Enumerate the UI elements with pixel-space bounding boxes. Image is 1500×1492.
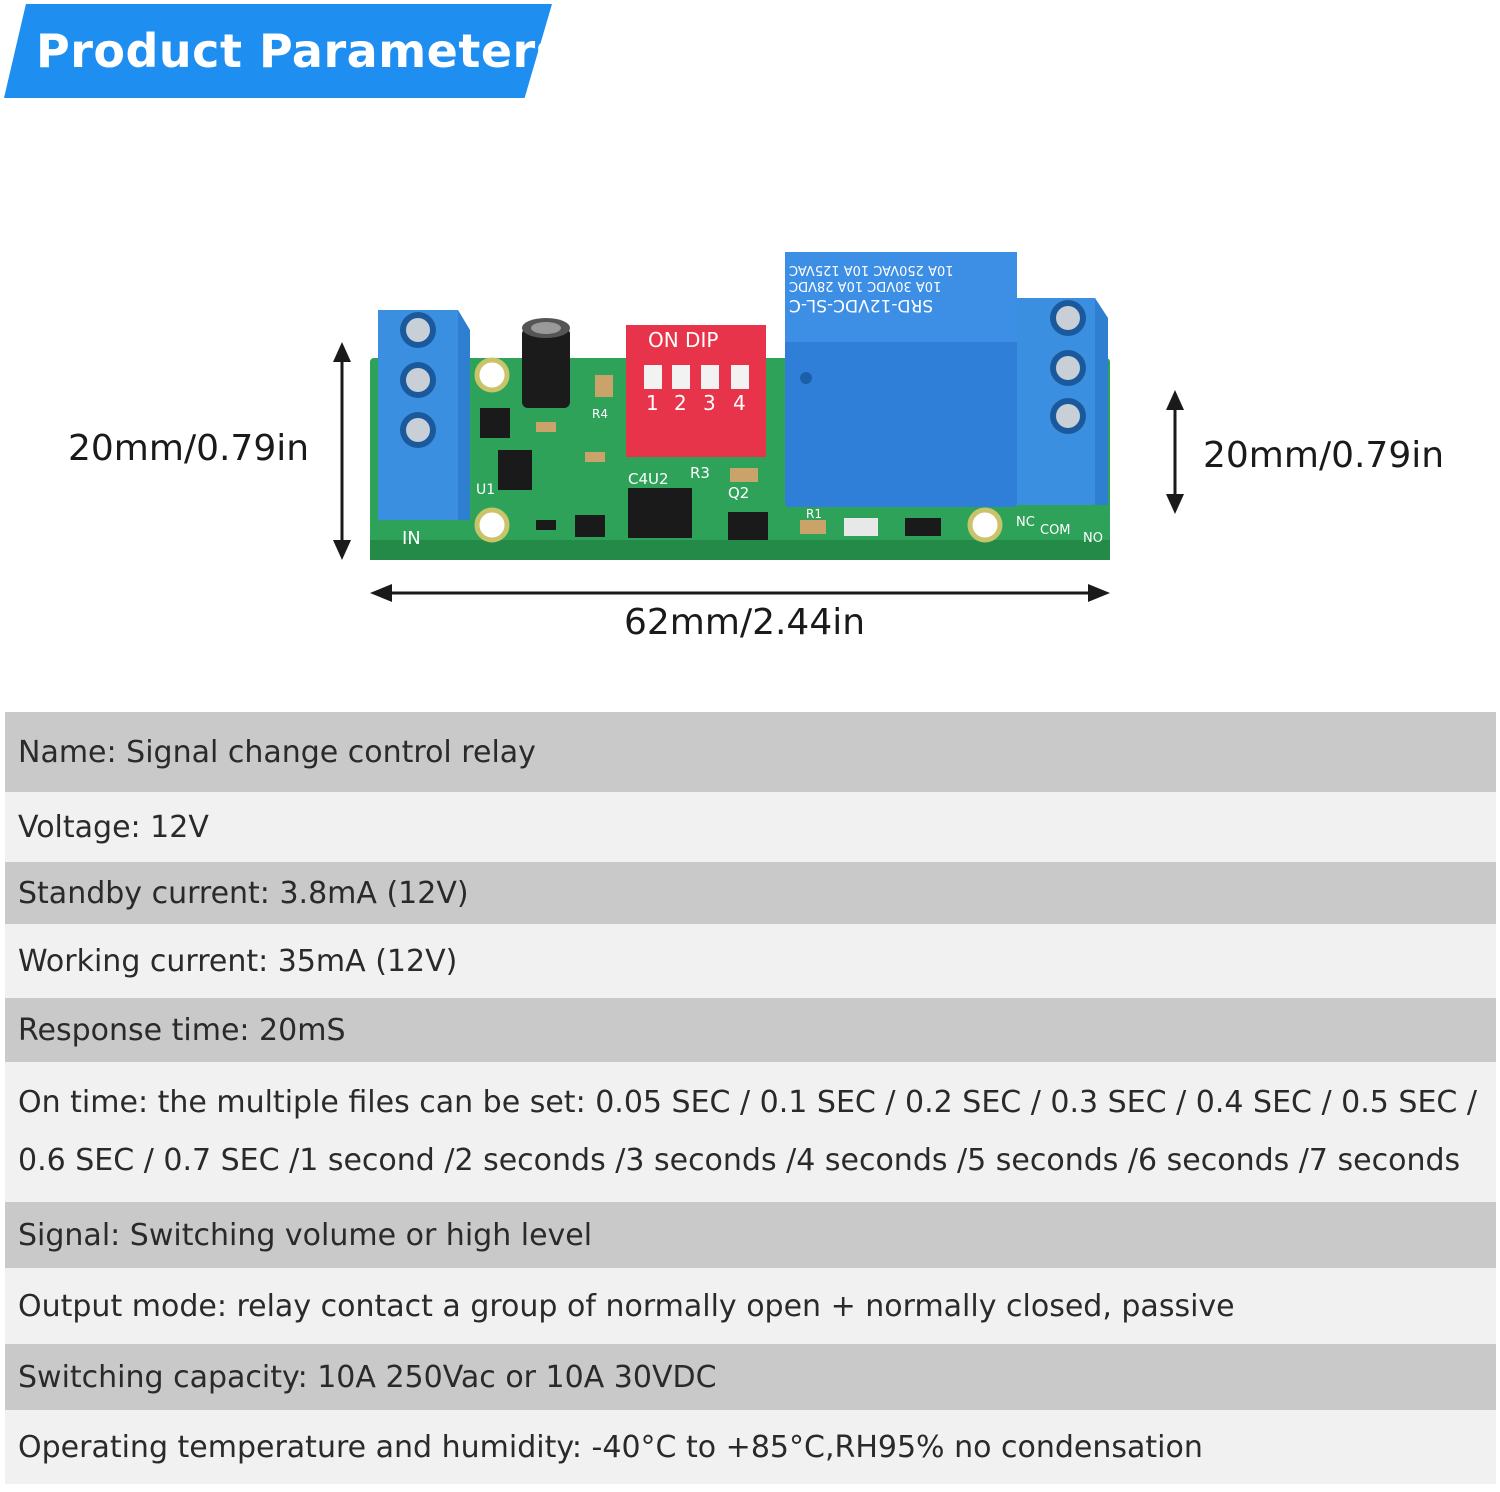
spec-text: Response time: 20mS [18,1012,346,1048]
spec-text: Operating temperature and humidity: -40°… [18,1429,1203,1465]
product-diagram: SRD-12VDC-SL-C 10A 30VDC 10A 28VDC 10A 2… [0,230,1500,670]
dip-switch: ON DIP 1 2 3 4 [626,325,766,457]
mounting-hole [474,507,510,543]
mounting-hole [474,357,510,393]
com-label: COM [1040,523,1071,538]
u1-label: U1 [476,482,495,498]
no-label: NO [1083,531,1103,546]
spec-text: Signal: Switching volume or high level [18,1217,593,1253]
r1-label: R1 [806,507,822,521]
relay-component: SRD-12VDC-SL-C 10A 30VDC 10A 28VDC 10A 2… [785,252,1017,507]
right-height-arrow [1166,390,1184,514]
spec-row: Name: Signal change control relay [5,712,1496,792]
u2-label: C4U2 [628,470,669,488]
q2-label: Q2 [728,484,749,502]
relay-rating-text: 10A 250VAC 10A 125VAC [789,262,954,277]
relay-rating-text: 10A 30VDC 10A 28VDC [789,278,941,293]
dip-number: 3 [703,391,716,415]
page-title: Product Parameters [36,24,564,78]
relay-board-illustration: SRD-12VDC-SL-C 10A 30VDC 10A 28VDC 10A 2… [333,252,1184,602]
spec-text: Output mode: relay contact a group of no… [18,1288,1235,1324]
left-height-label: 20mm/0.79in [68,428,310,469]
right-height-label: 20mm/0.79in [1203,435,1445,476]
dip-number: 2 [674,391,687,415]
spec-text: Voltage: 12V [18,809,209,845]
spec-row: Signal: Switching volume or high level [5,1202,1496,1268]
spec-table: Name: Signal change control relay Voltag… [5,712,1496,1484]
left-height-arrow [333,342,351,560]
dip-label: ON DIP [648,328,718,352]
nc-label: NC [1016,515,1035,530]
width-label: 62mm/2.44in [624,602,866,643]
r3-label: R3 [690,464,710,482]
spec-row: Output mode: relay contact a group of no… [5,1268,1496,1344]
relay-model-text: SRD-12VDC-SL-C [789,295,933,315]
spec-row: Response time: 20mS [5,998,1496,1062]
spec-text: Working current: 35mA (12V) [18,943,458,979]
spec-row: Operating temperature and humidity: -40°… [5,1410,1496,1484]
capacitor [522,318,570,408]
spec-text: Switching capacity: 10A 250Vac or 10A 30… [18,1359,717,1395]
spec-text: Name: Signal change control relay [18,734,536,770]
spec-row: On time: the multiple files can be set: … [5,1062,1496,1202]
spec-row: Voltage: 12V [5,792,1496,862]
spec-text: On time: the multiple files can be set: … [18,1085,1477,1178]
header-banner [4,4,552,98]
dip-number: 4 [733,391,746,415]
r4-label: R4 [592,407,608,421]
spec-row: Standby current: 3.8mA (12V) [5,862,1496,924]
ic-u1 [498,450,532,490]
input-terminal-block [378,310,470,520]
in-label: IN [402,528,421,549]
spec-text: Standby current: 3.8mA (12V) [18,875,469,911]
mounting-hole [967,507,1003,543]
output-terminal-block [1015,298,1108,505]
spec-row: Working current: 35mA (12V) [5,924,1496,998]
width-arrow [370,584,1110,602]
spec-row: Switching capacity: 10A 250Vac or 10A 30… [5,1344,1496,1410]
dip-number: 1 [646,391,659,415]
ic-u2 [628,488,692,538]
